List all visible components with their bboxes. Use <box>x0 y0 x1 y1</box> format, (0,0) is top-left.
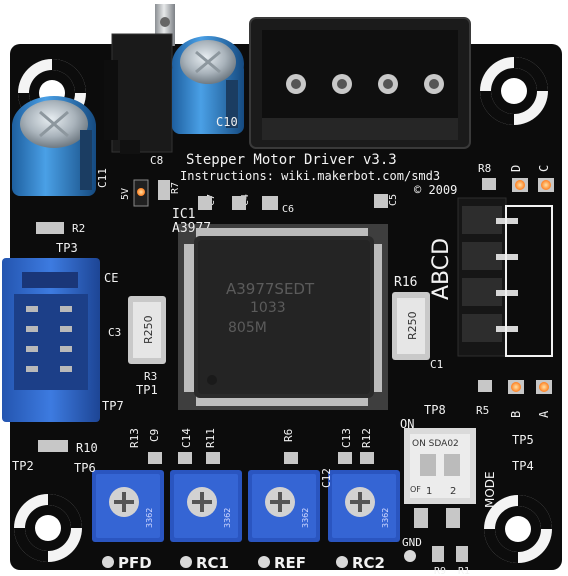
label-r3: R3 <box>144 370 157 383</box>
label-r9: R9 <box>434 566 446 576</box>
label-rc1: RC1 <box>196 554 229 572</box>
trimmer-ref: 3362 <box>248 470 320 542</box>
motor-output-header: ABCD <box>429 197 553 357</box>
label-tp3: TP3 <box>56 241 78 255</box>
trimmer-marking-rc1: 3362 <box>223 508 232 528</box>
label-a: A <box>537 410 551 418</box>
label-c11: C11 <box>96 168 109 188</box>
label-d: D <box>509 165 523 172</box>
label-c14: C14 <box>180 428 193 448</box>
trimmer-pfd: 3362 <box>92 470 164 542</box>
label-c12: C12 <box>320 468 333 488</box>
label-gnd: GND <box>402 536 422 549</box>
electrolytic-capacitor-top <box>172 36 244 134</box>
test-pads-bottom <box>102 550 416 568</box>
label-r7: R7 <box>170 182 181 194</box>
smd-parts-top <box>36 178 496 234</box>
label-c3: C3 <box>108 326 121 339</box>
switch-pos-2: 2 <box>450 486 456 497</box>
label-r11: R11 <box>204 428 217 448</box>
label-c: C <box>537 165 551 172</box>
label-mode: MODE <box>483 471 497 508</box>
label-tp7: TP7 <box>102 399 124 413</box>
header-label-abcd: ABCD <box>429 238 454 300</box>
label-ref: REF <box>274 554 306 572</box>
mounting-hole-top-right <box>480 57 548 125</box>
label-c13: C13 <box>340 428 353 448</box>
chip-marking-line-3: 805M <box>228 320 267 336</box>
copyright-text: © 2009 <box>414 183 457 197</box>
smd-parts-bottom <box>38 440 374 464</box>
label-ce: CE <box>104 271 118 285</box>
label-r12: R12 <box>360 428 373 448</box>
label-on: ON <box>400 417 414 431</box>
driver-chip-a3977: A3977SEDT 1033 805M <box>178 224 388 410</box>
electrolytic-capacitor-left <box>12 96 96 196</box>
instructions-text: Instructions: wiki.makerbot.com/smd3 <box>180 169 440 183</box>
label-c5: C5 <box>388 194 399 206</box>
label-c9: C9 <box>148 429 161 442</box>
label-tp8: TP8 <box>424 403 446 417</box>
label-rc2: RC2 <box>352 554 385 572</box>
chip-marking-line-1: A3977SEDT <box>226 280 315 298</box>
switch-marking: ON SDA02 <box>412 439 459 449</box>
label-r6: R6 <box>282 429 295 442</box>
label-c1: C1 <box>430 358 443 371</box>
board-title: Stepper Motor Driver v3.3 <box>186 152 397 168</box>
label-5v: 5V <box>120 188 131 200</box>
mounting-hole-bottom-right <box>484 495 552 563</box>
chip-marking-line-2: 1033 <box>250 300 286 316</box>
smd-parts-bottom-right <box>432 546 468 562</box>
label-tp2: TP2 <box>12 459 34 473</box>
trimmer-marking-ref: 3362 <box>301 508 310 528</box>
label-r13: R13 <box>128 428 141 448</box>
label-tp4: TP4 <box>512 459 534 473</box>
label-r2: R2 <box>72 222 85 235</box>
label-c8: C8 <box>150 154 163 167</box>
switch-pos-1: 1 <box>426 486 432 497</box>
label-r1: R1 <box>458 566 470 576</box>
switch-off-label: OF <box>410 485 421 494</box>
sense-resistor-right: R250 <box>392 292 430 360</box>
resistor-marking-left: R250 <box>142 315 155 344</box>
label-tp5: TP5 <box>512 433 534 447</box>
mode-dip-switch: ON SDA02 OF 1 2 <box>404 428 476 528</box>
label-pfd: PFD <box>118 554 152 572</box>
label-ic1: IC1 <box>172 207 195 222</box>
resistor-marking-right: R250 <box>406 311 419 340</box>
label-tp1: TP1 <box>136 383 158 397</box>
mounting-hole-bottom-left <box>14 494 82 562</box>
trimmer-marking-rc2: 3362 <box>381 508 390 528</box>
voltage-regulator <box>104 4 175 154</box>
power-connector <box>249 17 471 149</box>
label-r16: R16 <box>394 275 417 290</box>
label-r5: R5 <box>476 404 489 417</box>
status-leds-top <box>137 178 554 196</box>
trimmer-rc2: 3362 <box>328 470 400 542</box>
trimmer-marking-pfd: 3362 <box>145 508 154 528</box>
label-tp6: TP6 <box>74 461 96 475</box>
label-r8: R8 <box>478 162 491 175</box>
status-leds-bottom <box>478 380 552 394</box>
label-b: B <box>509 411 523 418</box>
trimmer-rc1: 3362 <box>170 470 242 542</box>
sense-resistor-left: R250 <box>128 296 166 364</box>
label-r10: R10 <box>76 441 98 455</box>
blue-input-header <box>2 258 100 422</box>
label-c6: C6 <box>282 204 294 215</box>
label-c10: C10 <box>216 115 238 129</box>
